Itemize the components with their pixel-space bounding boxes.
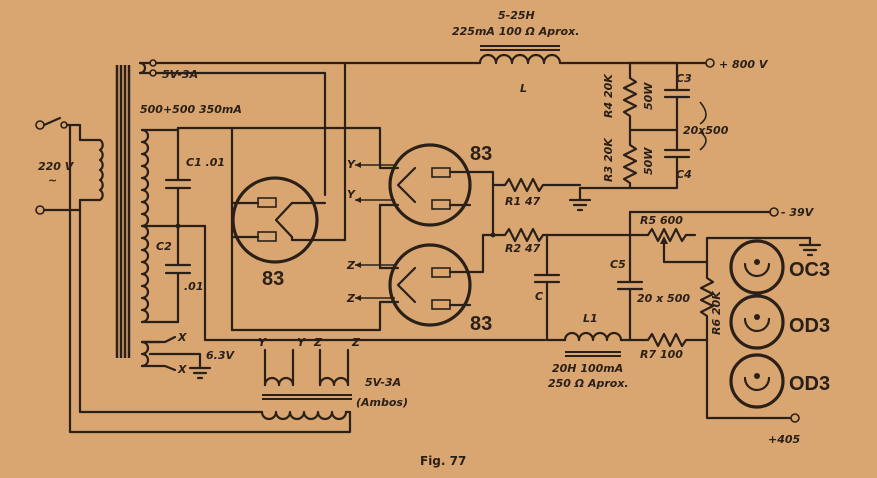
choke-l-inductance: 5-25H bbox=[498, 9, 535, 22]
svg-text:C2: C2 bbox=[156, 240, 172, 253]
svg-text:R3 20K: R3 20K bbox=[602, 137, 615, 182]
svg-text:5V-3A: 5V-3A bbox=[365, 376, 401, 389]
rectifier-filament-winding: 5V-3A bbox=[138, 59, 347, 242]
svg-text:Y: Y bbox=[347, 158, 356, 171]
svg-text:OC3: OC3 bbox=[789, 259, 830, 281]
resistor-r5: - 39V R5 600 bbox=[628, 206, 815, 264]
capacitor-c: C bbox=[533, 233, 561, 342]
mains-switch bbox=[42, 116, 62, 127]
hv-plate-leads bbox=[230, 126, 400, 332]
svg-text:R2 47: R2 47 bbox=[505, 242, 541, 255]
transformer-core bbox=[115, 65, 131, 358]
reg-output-label: +405 bbox=[768, 433, 801, 446]
transformer-primary bbox=[78, 138, 104, 202]
tube-83-left-label: 83 bbox=[262, 268, 284, 290]
bleeder-r3-r4: R4 20K 50W R3 20K 50W bbox=[602, 61, 655, 190]
svg-text:Y: Y bbox=[347, 188, 356, 201]
bias-output-label: - 39V bbox=[781, 206, 815, 219]
svg-text:C4: C4 bbox=[676, 168, 692, 181]
resistor-r7: R7 100 bbox=[628, 332, 709, 361]
regulator-tube-od3-2: OD3 bbox=[729, 353, 830, 409]
rectifier-tube-right-bottom: 83 bbox=[388, 233, 492, 335]
svg-text:Z: Z bbox=[313, 336, 323, 349]
svg-text:Y: Y bbox=[258, 336, 267, 349]
svg-text:(Ambos): (Ambos) bbox=[356, 396, 408, 409]
svg-text:R7 100: R7 100 bbox=[640, 348, 683, 361]
heater-arrows: Y Y Z Z bbox=[346, 158, 395, 305]
rectifier-tube-right-top: 83 bbox=[388, 143, 495, 227]
capacitor-c5: C5 20 x 500 bbox=[610, 233, 690, 342]
ac-symbol: ~ bbox=[48, 174, 57, 187]
choke-l-name: L bbox=[520, 82, 527, 95]
svg-text:R4 20K: R4 20K bbox=[602, 73, 615, 118]
svg-text:Z: Z bbox=[351, 336, 361, 349]
svg-text:Z: Z bbox=[346, 259, 356, 272]
svg-text:R6 20K: R6 20K bbox=[710, 290, 723, 335]
svg-text:C: C bbox=[535, 290, 543, 303]
capacitor-c1: C1 .01 bbox=[164, 156, 225, 267]
tube-83-right-bottom-label: 83 bbox=[470, 313, 492, 335]
regulator-chain: +405 bbox=[705, 236, 822, 446]
svg-text:C1 .01: C1 .01 bbox=[186, 156, 225, 169]
rect-filament-label: 5V-3A bbox=[162, 68, 198, 81]
svg-text:C5: C5 bbox=[610, 258, 626, 271]
svg-text:OD3: OD3 bbox=[789, 373, 830, 395]
choke-l1: L1 20H 100mA 250 Ω Aprox. bbox=[545, 312, 632, 390]
regulator-tube-oc3: OC3 bbox=[729, 239, 830, 295]
svg-text:Y: Y bbox=[297, 336, 306, 349]
figure-caption: Fig. 77 bbox=[420, 454, 466, 468]
svg-text:R1 47: R1 47 bbox=[505, 195, 541, 208]
resistor-r6: R6 20K bbox=[699, 260, 723, 342]
hv-secondary: 500+500 350mA bbox=[140, 103, 547, 344]
svg-text:50W: 50W bbox=[642, 147, 655, 175]
capacitor-c2: C2 .01 bbox=[156, 240, 204, 324]
mains-terminal-bottom bbox=[35, 205, 45, 215]
hv-secondary-label: 500+500 350mA bbox=[140, 103, 242, 116]
svg-text:C3: C3 bbox=[676, 72, 692, 85]
heater-63v-label: 6.3V bbox=[206, 349, 235, 362]
svg-text:Z: Z bbox=[346, 292, 356, 305]
svg-text:20H 100mA: 20H 100mA bbox=[552, 362, 623, 375]
hv-output-label: + 800 V bbox=[719, 58, 769, 71]
resistor-r1: R1 47 bbox=[491, 177, 592, 212]
svg-text:R5 600: R5 600 bbox=[640, 214, 683, 227]
choke-l-spec: 225mA 100 Ω Aprox. bbox=[452, 25, 579, 38]
svg-text:L1: L1 bbox=[583, 312, 598, 325]
choke-l: 5-25H 225mA 100 Ω Aprox. L + 800 V bbox=[343, 9, 769, 95]
svg-text:X: X bbox=[177, 363, 187, 376]
heater-winding-63v: X X 6.3V bbox=[140, 331, 235, 380]
mains-terminal-top bbox=[35, 120, 45, 130]
mains-input: 220 V ~ bbox=[35, 116, 82, 215]
svg-text:.01: .01 bbox=[184, 280, 204, 293]
resistor-r2: R2 47 bbox=[481, 183, 632, 255]
regulator-tube-od3-1: OD3 bbox=[729, 294, 830, 350]
svg-text:50W: 50W bbox=[642, 82, 655, 110]
tube-83-right-top-label: 83 bbox=[470, 143, 492, 165]
svg-text:250 Ω Aprox.: 250 Ω Aprox. bbox=[548, 377, 629, 390]
svg-text:X: X bbox=[177, 331, 187, 344]
rectifier-tube-left: 83 bbox=[230, 176, 347, 290]
filament-transformer: Y Y Z Z 5V-3A (Ambos) bbox=[68, 123, 408, 434]
capacitor-c3-c4: C3 C4 20x500 bbox=[578, 61, 729, 190]
svg-text:20x500: 20x500 bbox=[683, 124, 729, 137]
input-voltage-label: 220 V bbox=[38, 160, 75, 173]
svg-text:20 x 500: 20 x 500 bbox=[637, 292, 690, 305]
svg-text:OD3: OD3 bbox=[789, 315, 830, 337]
